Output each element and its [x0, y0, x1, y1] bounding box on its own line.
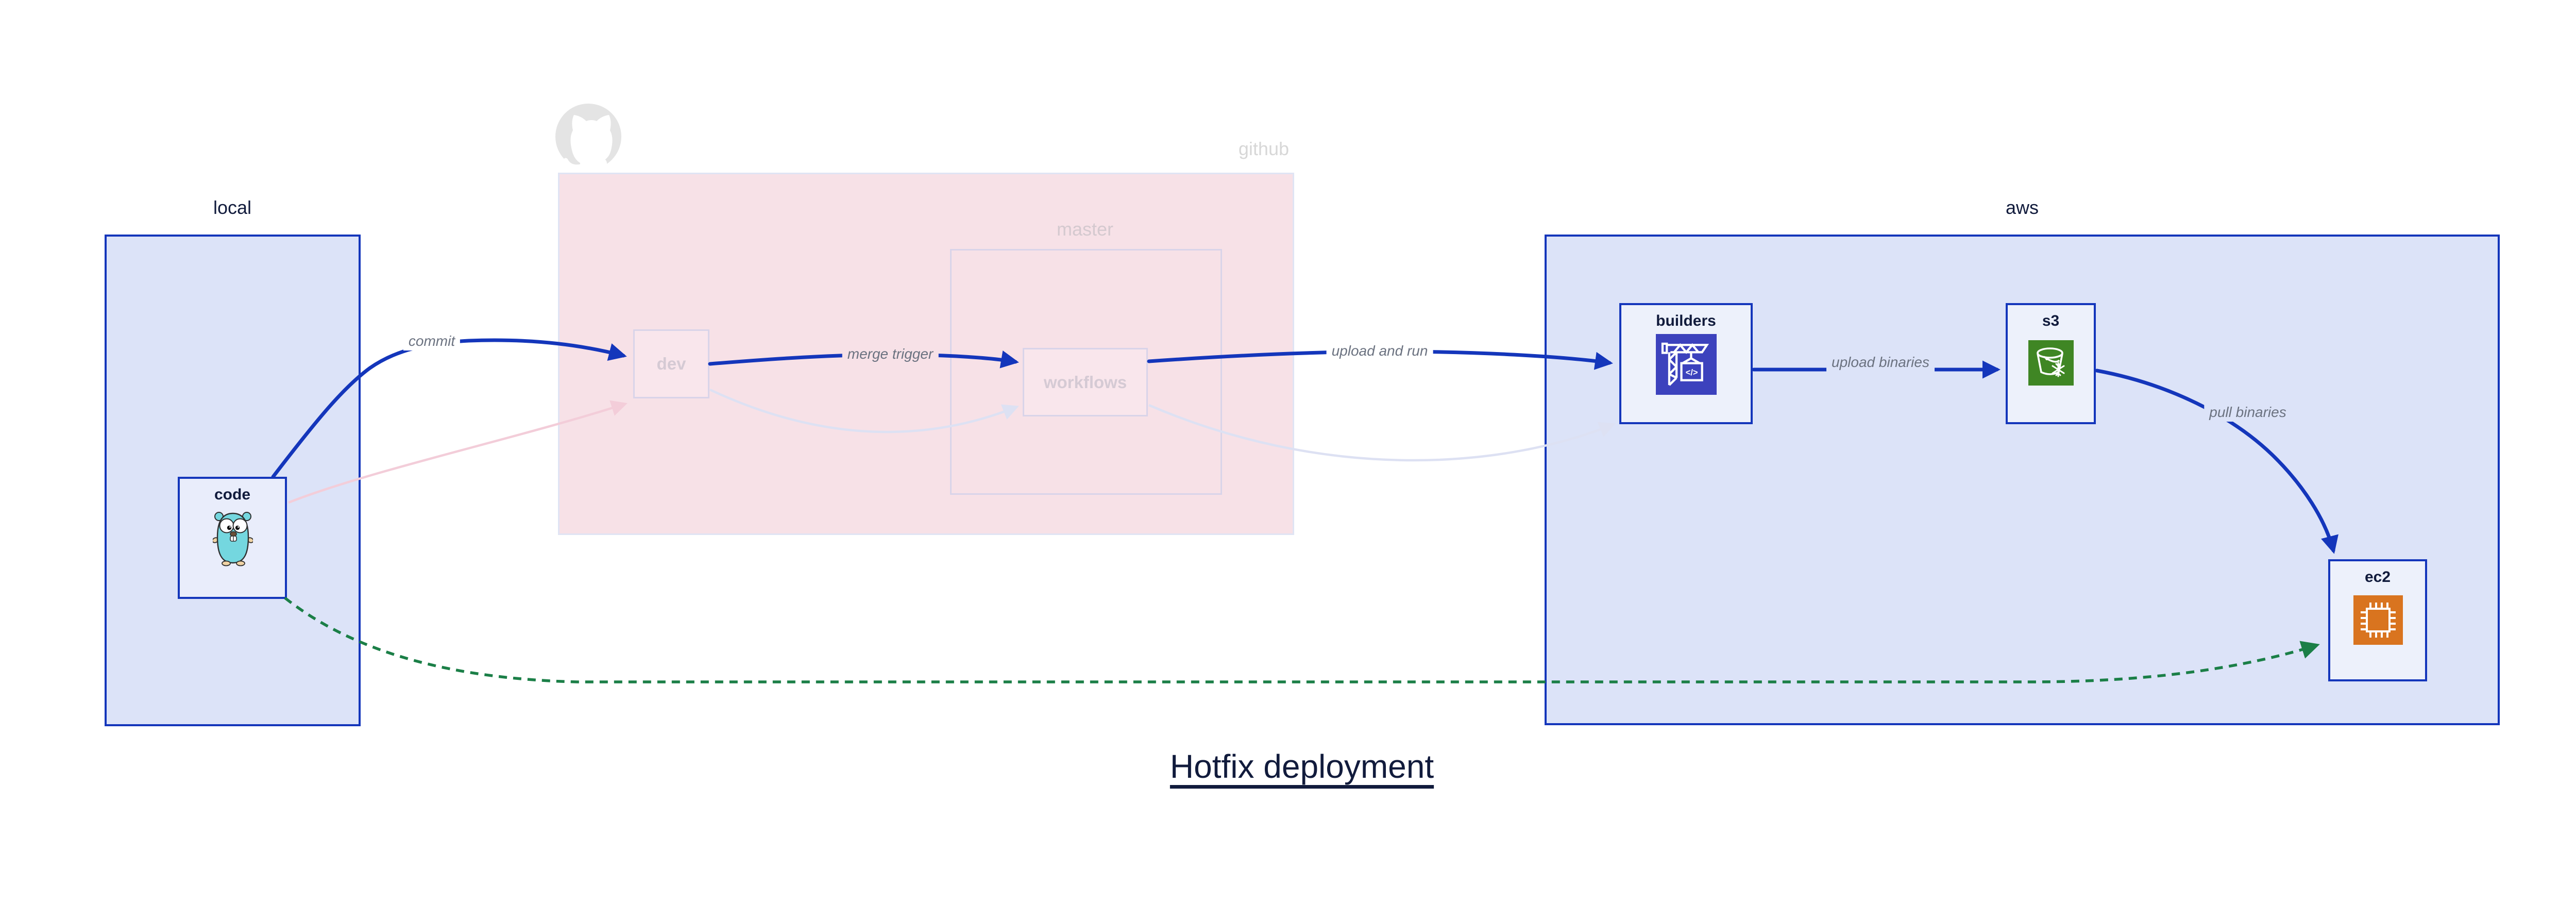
node-ec2-label: ec2 [2364, 569, 2391, 586]
aws-group-label: aws [2005, 197, 2039, 218]
diagram-title: Hotfix deployment [1170, 748, 1434, 785]
edge-label-merge-trigger: merge trigger [842, 345, 939, 363]
node-code-label: code [214, 486, 251, 503]
node-dev: dev [633, 329, 709, 398]
node-builders-label: builders [1656, 312, 1716, 329]
svg-text:</>: </> [1686, 368, 1698, 377]
node-workflows-label: workflows [1043, 372, 1127, 392]
s3-bucket-icon [2028, 340, 2074, 386]
local-group-label: local [213, 197, 252, 218]
master-branch-label: master [1056, 219, 1114, 240]
edge-label-upload-binaries: upload binaries [1826, 353, 1935, 372]
node-dev-label: dev [656, 354, 686, 373]
github-group-label: github [1238, 138, 1289, 159]
edge-label-pull-binaries: pull binaries [2204, 403, 2292, 422]
node-workflows: workflows [1023, 348, 1148, 416]
node-s3-label: s3 [2042, 312, 2060, 329]
edge-label-commit: commit [403, 332, 461, 350]
edge-label-upload-and-run: upload and run [1326, 342, 1433, 360]
ec2-chip-icon [2353, 595, 2403, 645]
master-branch-box [950, 249, 1222, 495]
github-octocat-icon [555, 104, 621, 173]
codebuild-crane-icon: </> [1656, 334, 1717, 395]
go-gopher-icon [213, 512, 253, 566]
